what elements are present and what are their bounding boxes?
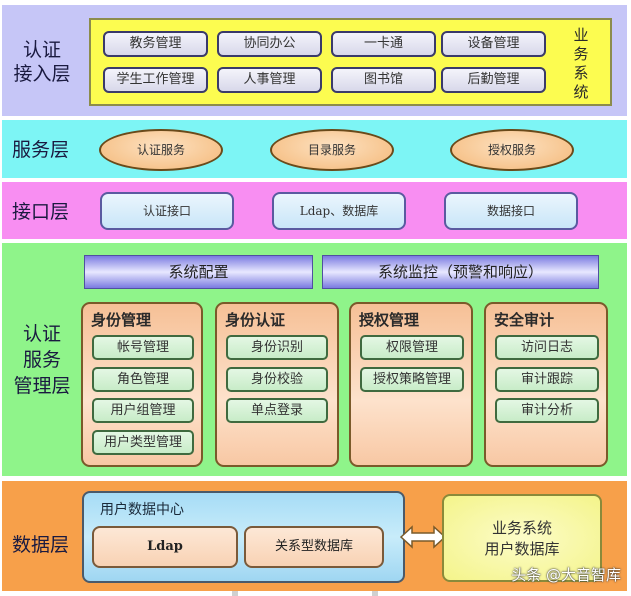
access-layer: 认证 接入层 教务管理 协同办公 一卡通 设备管理 学生工作管理 人事管理 图书… [2,5,627,116]
side-char: 业 [573,26,589,44]
directory-service[interactable]: 目录服务 [270,129,394,171]
data-layer-label: 数据层 [12,534,70,556]
management-layer: 认证 服务 管理层 系统配置 系统监控（预警和响应） 身份管理 帐号管理 角色管… [2,243,627,476]
usertype-management[interactable]: 用户类型管理 [92,430,194,455]
group-title: 安全审计 [494,311,555,329]
side-char: 系 [573,64,589,82]
usergroup-management[interactable]: 用户组管理 [92,398,194,423]
business-systems-panel: 教务管理 协同办公 一卡通 设备管理 学生工作管理 人事管理 图书馆 后勤管理 … [89,18,612,106]
group-identity-authentication: 身份认证 身份识别 身份校验 单点登录 [215,302,339,467]
identity-recognition[interactable]: 身份识别 [226,335,328,360]
business-systems-side-label: 业 务 系 统 [569,26,593,102]
interface-layer-label: 接口层 [12,201,70,223]
system-renshi[interactable]: 人事管理 [217,67,322,93]
management-layer-label: 认证 服务 管理层 [10,321,74,399]
audit-trail[interactable]: 审计跟踪 [495,367,599,392]
access-layer-label: 认证 接入层 [8,38,76,86]
user-data-center: 用户数据中心 Ldap 关系型数据库 [82,491,405,583]
single-sign-on[interactable]: 单点登录 [226,398,328,423]
relational-database[interactable]: 关系型数据库 [244,526,384,568]
system-houqin[interactable]: 后勤管理 [441,67,546,93]
decorative-tick [372,591,378,596]
side-char: 统 [573,83,589,101]
permission-management[interactable]: 权限管理 [360,335,464,360]
auth-interface[interactable]: 认证接口 [100,192,234,230]
group-title: 身份管理 [91,311,152,329]
service-layer: 服务层 认证服务 目录服务 授权服务 [2,120,627,178]
label-line: 服务 [22,349,61,371]
label-line: 认证 [22,39,61,61]
authorization-service[interactable]: 授权服务 [450,129,574,171]
business-user-database[interactable]: 业务系统 用户数据库 [442,494,602,582]
system-jiaowu[interactable]: 教务管理 [103,31,208,57]
biz-db-line: 业务系统 [491,519,552,537]
data-layer: 数据层 用户数据中心 Ldap 关系型数据库 业务系统 用户数据库 头条 @大音… [2,481,627,591]
account-management[interactable]: 帐号管理 [92,335,194,360]
group-security-audit: 安全审计 访问日志 审计跟踪 审计分析 [484,302,608,467]
group-title: 身份认证 [225,311,286,329]
audit-analysis[interactable]: 审计分析 [495,398,599,423]
watermark: 头条 @大音智库 [511,566,621,584]
system-tushuguan[interactable]: 图书馆 [331,67,436,93]
group-title: 授权管理 [359,311,420,329]
role-management[interactable]: 角色管理 [92,367,194,392]
label-line: 管理层 [13,375,71,397]
system-shebei[interactable]: 设备管理 [441,31,546,57]
interface-layer: 接口层 认证接口 Ldap、数据库 数据接口 [2,182,627,239]
identity-verification[interactable]: 身份校验 [226,367,328,392]
system-yikatong[interactable]: 一卡通 [331,31,436,57]
system-config-bar[interactable]: 系统配置 [84,255,313,289]
authorization-policy-management[interactable]: 授权策略管理 [360,367,464,392]
side-char: 务 [573,45,589,63]
system-monitor-bar[interactable]: 系统监控（预警和响应） [322,255,599,289]
bidirectional-arrow-icon [400,525,446,549]
ldap-db-interface[interactable]: Ldap、数据库 [272,192,406,230]
biz-db-line: 用户数据库 [484,540,560,558]
decorative-tick [232,591,238,596]
data-center-title: 用户数据中心 [100,502,184,518]
service-layer-label: 服务层 [12,139,70,161]
system-xuesheng[interactable]: 学生工作管理 [103,67,208,93]
auth-service[interactable]: 认证服务 [99,129,223,171]
group-identity-management: 身份管理 帐号管理 角色管理 用户组管理 用户类型管理 [81,302,203,467]
system-xietong[interactable]: 协同办公 [217,31,322,57]
label-line: 认证 [22,323,61,345]
ldap-store[interactable]: Ldap [92,526,238,568]
data-interface[interactable]: 数据接口 [444,192,578,230]
access-log[interactable]: 访问日志 [495,335,599,360]
group-authorization-management: 授权管理 权限管理 授权策略管理 [349,302,473,467]
label-line: 接入层 [13,63,71,85]
